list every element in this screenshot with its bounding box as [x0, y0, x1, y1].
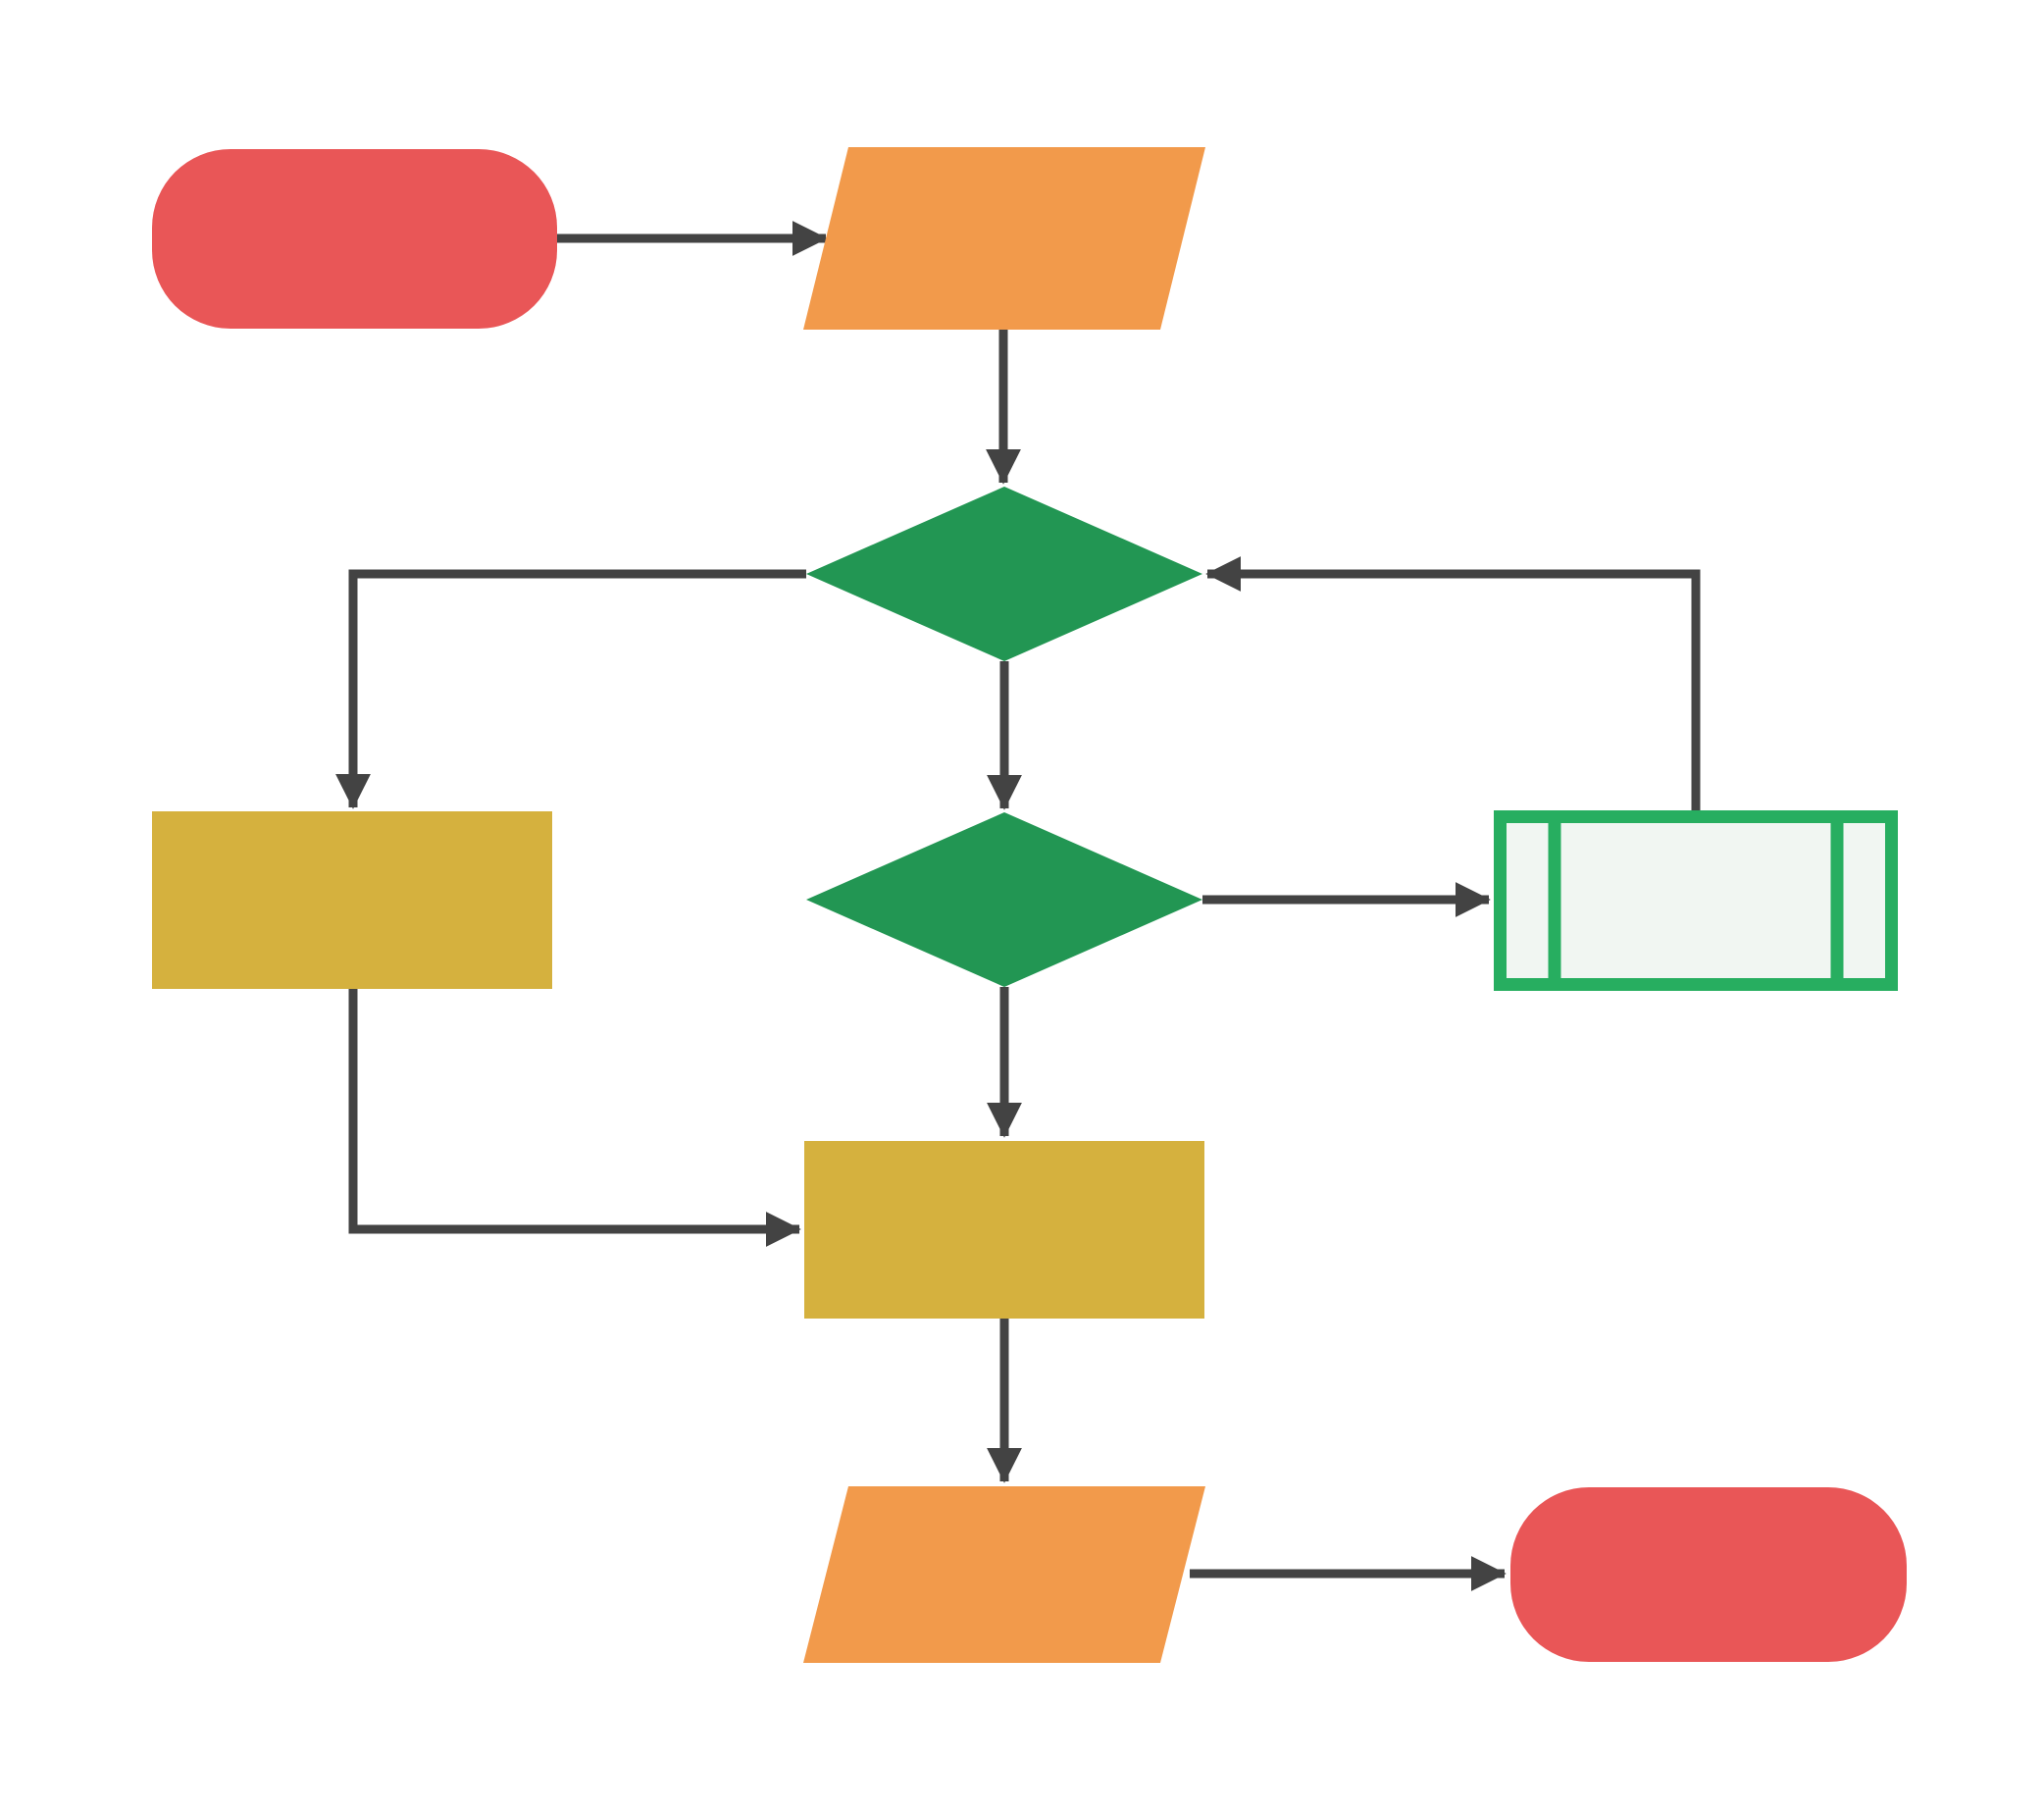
predefined-process-right	[1494, 810, 1898, 991]
decision-middle	[806, 812, 1202, 987]
start-terminator	[152, 149, 557, 329]
process-left	[152, 811, 552, 989]
decision-top	[806, 487, 1202, 661]
edge-process-left-to-process-middle	[348, 989, 801, 1247]
process-middle	[804, 1141, 1204, 1319]
edge-decision-top-to-process-left	[335, 569, 806, 809]
end-terminator	[1510, 1487, 1907, 1662]
input-output-top	[803, 147, 1205, 330]
predefined-process-right-body	[1494, 810, 1898, 991]
edge-predefined-to-decision-top	[1205, 556, 1701, 810]
input-output-bottom	[803, 1486, 1205, 1663]
